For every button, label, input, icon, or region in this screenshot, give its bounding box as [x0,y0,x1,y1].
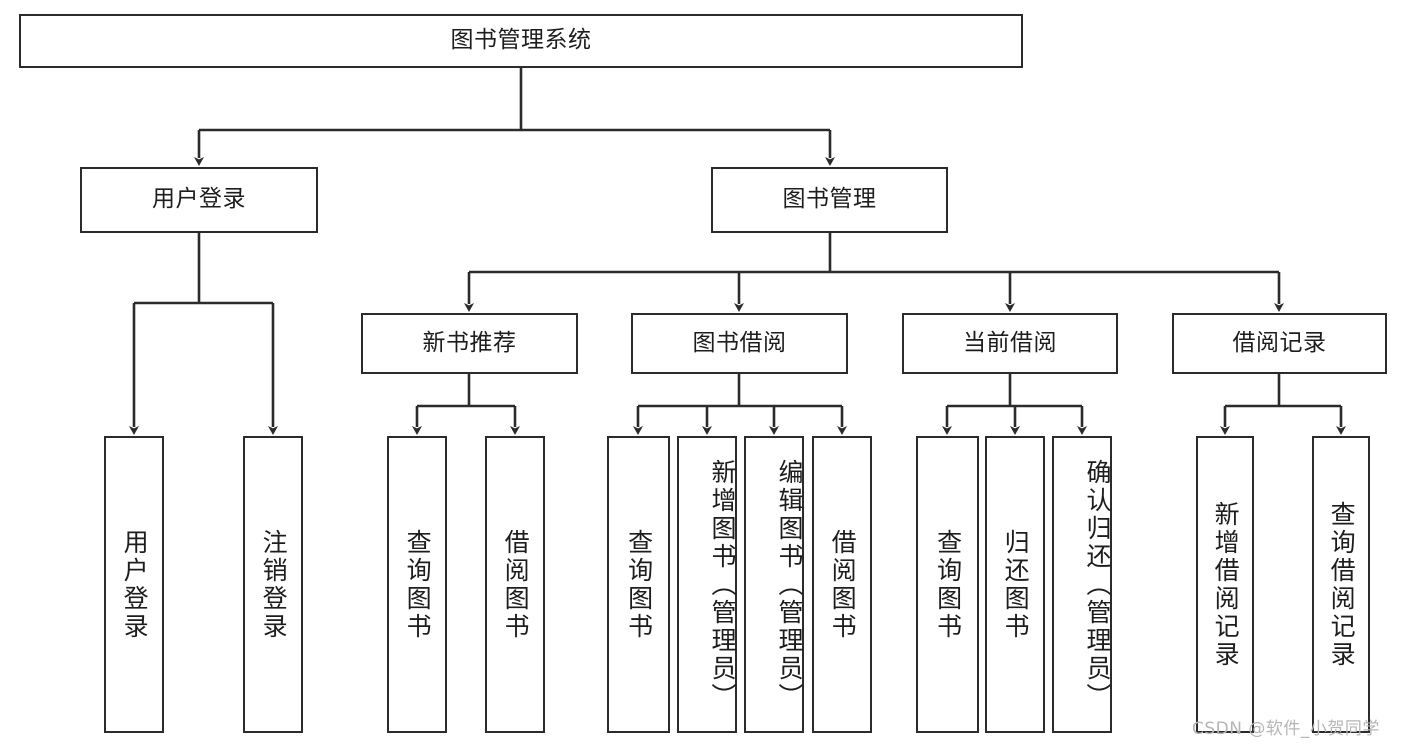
node-root-system[interactable]: 图书管理系统 [19,14,1023,68]
node-user-login[interactable]: 用户登录 [80,167,318,233]
watermark-text: CSDN @软件_小贺同学 [1192,719,1380,739]
node-leaf-query-borrow-record[interactable]: 查询借阅记录 [1312,436,1370,733]
node-leaf-query-book-new[interactable]: 查询图书 [387,436,447,733]
node-leaf-query-book-current[interactable]: 查询图书 [916,436,979,733]
node-leaf-user-logout[interactable]: 注销登录 [243,436,303,733]
node-leaf-lend-book[interactable]: 借阅图书 [812,436,872,733]
node-borrow-records[interactable]: 借阅记录 [1172,313,1387,374]
node-book-management[interactable]: 图书管理 [711,167,948,233]
node-leaf-borrow-book-new[interactable]: 借阅图书 [485,436,545,733]
node-leaf-add-book-admin[interactable]: 新增图书（管理员） [677,436,737,733]
node-new-book-recommend[interactable]: 新书推荐 [361,313,578,374]
node-leaf-user-login[interactable]: 用户登录 [104,436,164,733]
node-leaf-add-borrow-record[interactable]: 新增借阅记录 [1196,436,1254,733]
node-current-borrow[interactable]: 当前借阅 [902,313,1118,374]
node-book-borrow[interactable]: 图书借阅 [631,313,848,374]
node-leaf-edit-book-admin[interactable]: 编辑图书（管理员） [744,436,804,733]
node-leaf-confirm-return-admin[interactable]: 确认归还（管理员） [1052,436,1112,733]
node-leaf-return-book[interactable]: 归还图书 [985,436,1045,733]
node-leaf-query-book-borrow[interactable]: 查询图书 [607,436,670,733]
